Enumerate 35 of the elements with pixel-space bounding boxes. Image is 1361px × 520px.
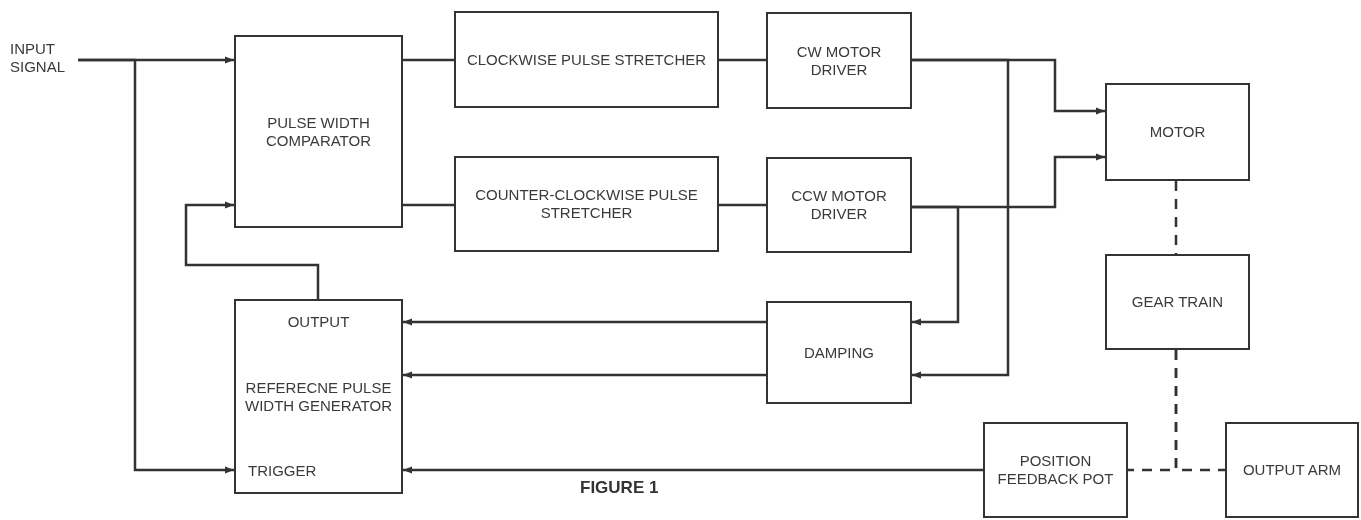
block-label: CCW MOTOR DRIVER	[790, 187, 888, 223]
arrow	[403, 371, 766, 379]
process-box	[234, 299, 403, 494]
block-label: OUTPUT ARM	[1242, 461, 1342, 479]
process-box	[454, 11, 719, 108]
process-box	[454, 156, 719, 252]
block-label: REFERECNE PULSE WIDTH GENERATOR	[244, 378, 393, 415]
process-box	[983, 422, 1128, 518]
arrow	[403, 466, 983, 474]
block-label: POSITION FEEDBACK POT	[996, 452, 1115, 488]
arrow	[78, 58, 234, 474]
mechanical-link	[1174, 350, 1225, 472]
block-label: GEAR TRAIN	[1131, 293, 1224, 311]
block-label: MOTOR	[1149, 123, 1206, 141]
port-label: OUTPUT	[287, 313, 350, 331]
figure-caption: FIGURE 1	[580, 478, 659, 498]
port-label: TRIGGER	[247, 462, 317, 480]
process-box	[1105, 83, 1250, 181]
process-box	[1105, 254, 1250, 350]
block-label: CW MOTOR DRIVER	[795, 42, 883, 79]
arrow	[912, 205, 960, 326]
block-label: CLOCKWISE PULSE STRETCHER	[466, 50, 707, 69]
process-box	[766, 301, 912, 404]
arrow	[184, 201, 320, 299]
block-label: COUNTER-CLOCKWISE PULSE STRETCHER	[474, 186, 699, 222]
block-label: DAMPING	[804, 343, 874, 362]
mechanical-link	[1174, 181, 1178, 254]
process-box	[766, 157, 912, 253]
arrow	[403, 318, 766, 326]
block-label: PULSE WIDTH COMPARATOR	[265, 113, 372, 150]
process-box	[766, 12, 912, 109]
process-box	[234, 35, 403, 228]
process-box	[1225, 422, 1359, 518]
block-label: INPUT SIGNAL	[10, 40, 67, 76]
arrow	[912, 58, 1010, 379]
